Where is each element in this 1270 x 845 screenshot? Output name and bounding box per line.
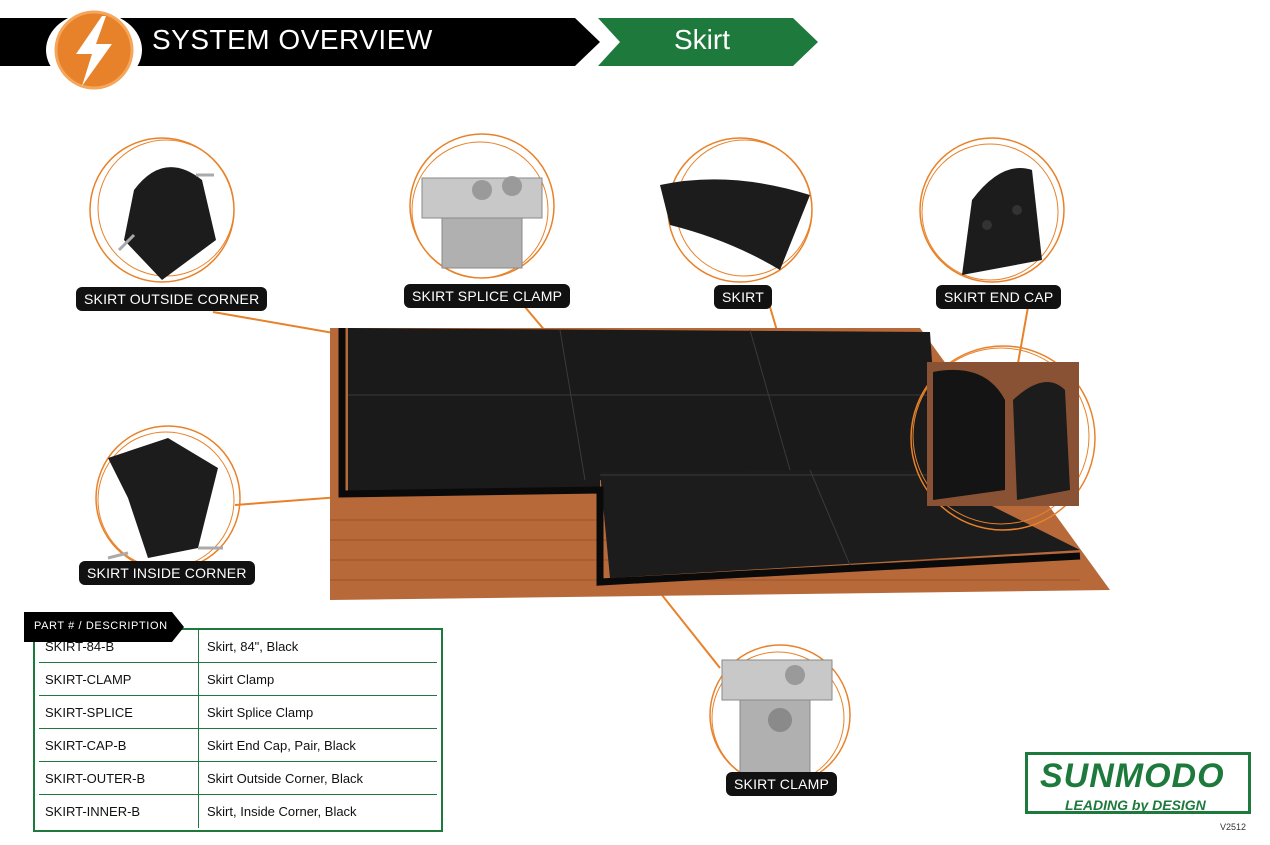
brand-logo [1025,752,1251,814]
part-description: Skirt Splice Clamp [207,705,314,720]
part-number: SKIRT-SPLICE [45,705,133,720]
table-row: SKIRT-CLAMP Skirt Clamp [35,663,441,696]
table-row: SKIRT-CAP-B Skirt End Cap, Pair, Black [35,729,441,762]
lightning-bolt-icon [46,10,142,90]
inside-corner-label: SKIRT INSIDE CORNER [79,561,255,585]
part-number: SKIRT-INNER-B [45,804,141,819]
clamp-image [709,644,851,786]
inside-corner-callout [88,418,248,578]
page-title: SYSTEM OVERVIEW [152,24,433,55]
section-banner [598,18,818,66]
roof-array-illustration [330,328,1110,600]
section-title: Skirt [674,24,730,55]
part-number: SKIRT-84-B [45,639,115,654]
splice-clamp-callout [402,128,562,288]
part-description: Skirt Outside Corner, Black [207,771,364,786]
parts-table: SKIRT-84-B Skirt, 84", Black SKIRT-CLAMP… [33,628,443,832]
end-cap-label: SKIRT END CAP [936,285,1062,309]
version-label: V2512 [1220,822,1247,832]
part-description: Skirt, Inside Corner, Black [207,804,357,819]
end-cap-image [919,137,1065,283]
end-cap-detail-callout [905,340,1100,535]
part-number: SKIRT-CAP-B [45,738,127,753]
table-row: SKIRT-INNER-B Skirt, Inside Corner, Blac… [35,795,441,828]
part-number: SKIRT-CLAMP [45,672,132,687]
skirt-callout [660,130,820,290]
outside-corner-label: SKIRT OUTSIDE CORNER [76,287,268,311]
outside-corner-image [89,137,235,283]
part-description: Skirt Clamp [207,672,275,687]
inside-corner-image [95,425,241,571]
part-description: Skirt End Cap, Pair, Black [207,738,356,753]
clamp-callout [700,640,860,790]
brand-tagline: LEADING by DESIGN [1065,797,1206,813]
table-row: SKIRT-SPLICE Skirt Splice Clamp [35,696,441,729]
splice-clamp-image [409,133,555,279]
part-description: Skirt, 84", Black [207,639,299,654]
table-row: SKIRT-84-B Skirt, 84", Black [35,630,441,663]
table-header-tab [24,612,184,642]
clamp-label: SKIRT CLAMP [726,772,838,796]
skirt-image [660,137,813,283]
outside-corner-callout [84,130,244,290]
brand-name: SUNMODO [1040,757,1225,795]
table-header: PART # / DESCRIPTION [34,620,168,632]
end-cap-callout [912,130,1072,290]
end-cap-detail-image [910,345,1096,531]
splice-clamp-label: SKIRT SPLICE CLAMP [404,284,571,308]
skirt-label: SKIRT [714,285,772,309]
header-band [0,18,600,66]
part-number: SKIRT-OUTER-B [45,771,146,786]
table-row: SKIRT-OUTER-B Skirt Outside Corner, Blac… [35,762,441,795]
